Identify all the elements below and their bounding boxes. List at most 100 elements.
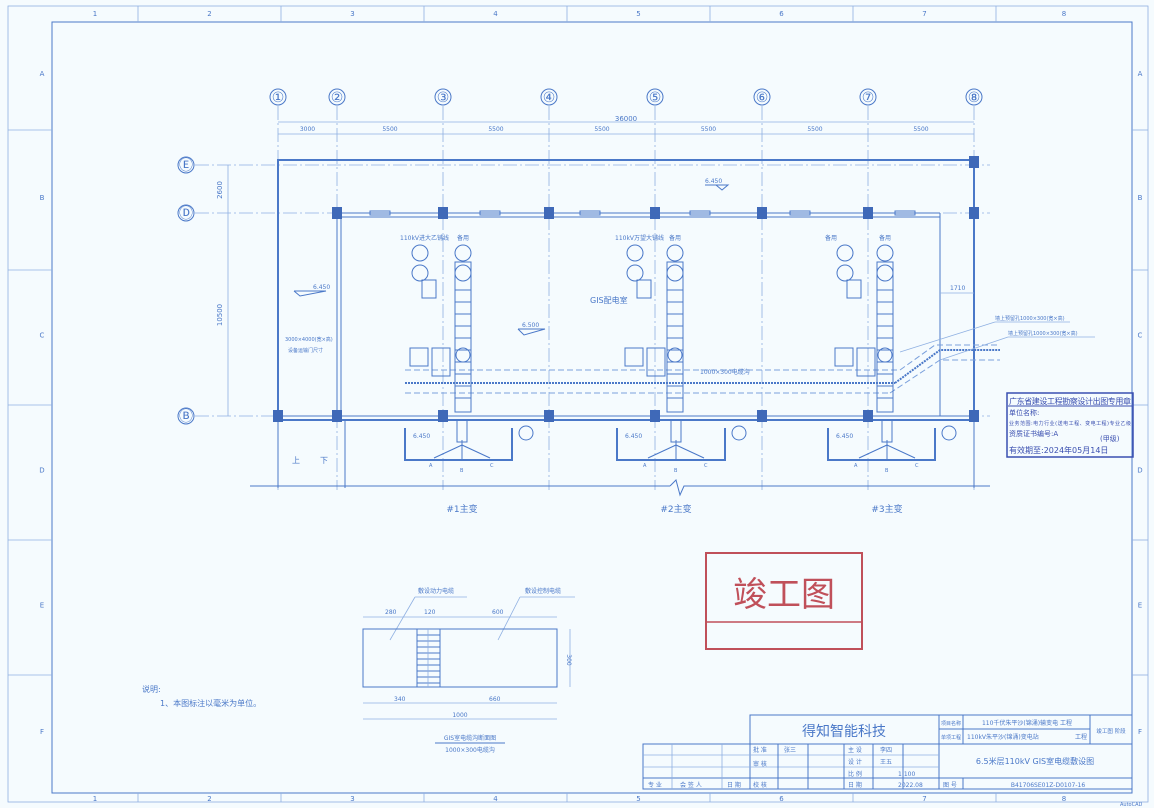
sign-specialty: 专 业 xyxy=(648,781,662,789)
gis-breaker-symbol xyxy=(626,244,644,262)
check-label: 校 核 xyxy=(753,781,767,789)
local-control-cabinet xyxy=(409,347,429,367)
design-label: 设 计 xyxy=(848,758,862,766)
gis-cabinet xyxy=(846,279,862,299)
dim-2600: 2600 xyxy=(216,181,224,199)
window xyxy=(579,210,601,216)
frame-col-number-top: 3 xyxy=(350,10,354,18)
structural-column xyxy=(757,207,767,219)
design-name: 王五 xyxy=(880,759,892,766)
dim-10500: 10500 xyxy=(216,304,224,326)
transformer-label: #2主变 xyxy=(660,503,691,515)
frame-col-number-top: 2 xyxy=(207,10,211,18)
gis-busbar xyxy=(876,261,894,413)
phase-label: A xyxy=(854,463,858,469)
scale-value: 1:100 xyxy=(898,771,915,778)
company-name: 得知智能科技 xyxy=(802,723,886,740)
gis-bay-label: 备用 xyxy=(825,234,837,242)
structural-column xyxy=(969,156,979,168)
frame-row-letter-left: F xyxy=(40,728,44,736)
gis-breaker-symbol xyxy=(836,264,854,282)
gis-breaker-symbol xyxy=(411,264,429,282)
gis-breaker-symbol xyxy=(836,244,854,262)
frame-col-number-top: 6 xyxy=(779,10,784,18)
gis-breaker-symbol xyxy=(666,264,684,282)
frame-col-number-bottom: 8 xyxy=(1062,795,1066,803)
dim-600: 600 xyxy=(492,609,504,616)
axis-bubble xyxy=(269,88,287,106)
bushing-c xyxy=(886,444,916,459)
gis-breaker-symbol xyxy=(876,264,894,282)
drawing-title: 6.5米层110kV GIS室电缆敷设图 xyxy=(976,756,1094,766)
gis-busbar xyxy=(666,261,684,413)
structural-column xyxy=(332,207,342,219)
gis-breaker-symbol xyxy=(666,244,684,262)
transformer-label: #3主变 xyxy=(871,503,902,515)
frame-row-letter-left: A xyxy=(40,70,45,78)
drawing-no: B41706SE01Z-D0107-16 xyxy=(1011,782,1085,789)
seal-grade: (甲级) xyxy=(1100,434,1120,443)
structural-column xyxy=(969,207,979,219)
axis-label-x: ⑦ xyxy=(862,90,875,106)
trench-label: 1000×300电缆沟 xyxy=(700,368,750,376)
axis-label-x: ⑤ xyxy=(649,90,662,106)
structural-column xyxy=(438,207,448,219)
local-control-cabinet xyxy=(624,347,644,367)
sub-project: 110kV朱平沙(锦涌)变电站 xyxy=(967,733,1039,741)
project-name: 110千伏朱平沙(锦涌)输变电 工程 xyxy=(982,719,1072,727)
axis-label-x: ① xyxy=(272,90,285,106)
section-title: GIS室电缆沟断面图 xyxy=(444,734,496,742)
conservator-symbol xyxy=(941,425,957,441)
bay-dimension: 5500 xyxy=(488,126,503,133)
axis-bubble xyxy=(540,88,558,106)
dim-660: 660 xyxy=(489,696,501,703)
frame-row-letter-right: B xyxy=(1138,194,1143,202)
project-name-label: 项目名称 xyxy=(941,720,961,727)
phase-label: B xyxy=(674,468,678,474)
local-control-cabinet xyxy=(646,347,666,377)
date-value: 2022.08 xyxy=(898,782,923,789)
structural-column xyxy=(273,410,283,422)
transformer-pit xyxy=(404,428,513,461)
software-mark: AutoCAD xyxy=(1120,802,1143,808)
scale-label: 比 例 xyxy=(848,770,862,778)
structural-column xyxy=(544,410,554,422)
window xyxy=(789,210,811,216)
structural-column xyxy=(863,410,873,422)
drawing-no-label: 图 号 xyxy=(943,782,957,789)
approve-label: 批 准 xyxy=(753,746,767,754)
bushing-a xyxy=(647,444,677,459)
gis-breaker-symbol xyxy=(454,264,472,282)
total-dimension: 36000 xyxy=(615,115,637,123)
stair-up-label: 上 xyxy=(292,456,300,465)
bushing-a xyxy=(433,444,463,459)
bushing-c xyxy=(461,444,491,459)
axis-label-y: Ⓓ xyxy=(179,206,193,222)
structural-column xyxy=(757,410,767,422)
label-control-cable: 敷设控制电缆 xyxy=(525,587,561,595)
gis-cabinet xyxy=(636,279,652,299)
axis-label-x: ⑥ xyxy=(756,90,769,106)
structural-column xyxy=(332,410,342,422)
frame-col-number-top: 7 xyxy=(922,10,926,18)
label-power-cable: 敷设动力电缆 xyxy=(418,587,454,595)
sign-person: 会 签 人 xyxy=(680,781,702,789)
seal-cert: 资质证书编号:A xyxy=(1009,429,1058,438)
axis-bubble xyxy=(328,88,346,106)
frame-col-number-bottom: 2 xyxy=(207,795,211,803)
phase-label: C xyxy=(915,463,919,469)
brick-wall xyxy=(416,628,441,688)
note-item: 1、本图标注以毫米为单位。 xyxy=(160,698,261,708)
window xyxy=(369,210,391,216)
frame-col-number-bottom: 4 xyxy=(493,795,498,803)
frame-row-letter-right: A xyxy=(1138,70,1143,78)
bay-dimension: 5500 xyxy=(913,126,928,133)
structural-column xyxy=(650,207,660,219)
level-left-room: 6.450 xyxy=(313,284,330,291)
local-control-cabinet xyxy=(834,347,854,367)
gis-breaker-symbol xyxy=(454,244,472,262)
seal-valid: 有效期至:2024年05月14日 xyxy=(1009,445,1108,455)
gis-breaker-symbol xyxy=(877,347,893,363)
